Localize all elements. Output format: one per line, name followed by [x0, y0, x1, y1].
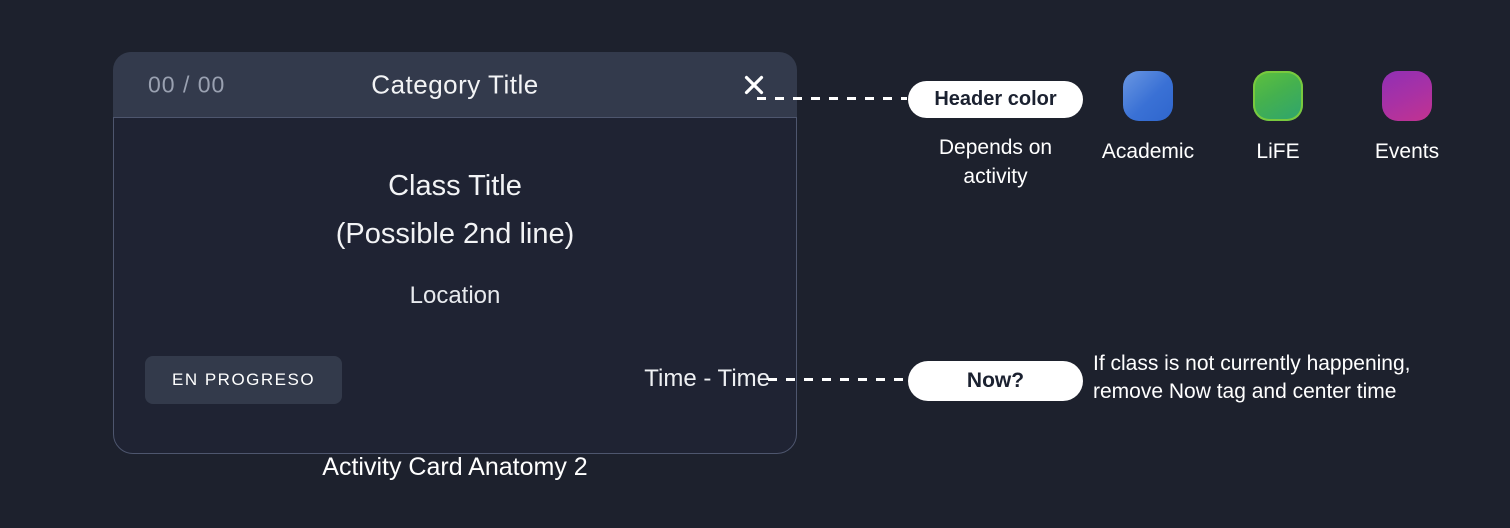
now-note: If class is not currently happening, rem…: [1093, 350, 1411, 406]
events-color-swatch: [1382, 71, 1432, 121]
class-title: Class Title (Possible 2nd line): [114, 162, 796, 258]
dashed-connector-header: [757, 97, 907, 100]
events-label: Events: [1374, 140, 1440, 163]
status-badge: EN PROGRESO: [145, 356, 343, 404]
category-title: Category Title: [371, 69, 539, 99]
header-color-note-line2: activity: [963, 165, 1028, 188]
session-counter: 00 / 00: [148, 71, 226, 97]
header-color-note: Depends on activity: [903, 133, 1088, 191]
academic-color-swatch: [1123, 71, 1173, 121]
dashed-connector-now: [768, 378, 908, 381]
now-callout: Now?: [908, 361, 1083, 401]
header-color-callout: Header color: [908, 81, 1083, 118]
close-button[interactable]: [739, 70, 769, 100]
header-color-note-line1: Depends on: [938, 136, 1053, 159]
close-icon: [740, 71, 768, 99]
time-range: Time - Time: [644, 365, 770, 392]
class-title-line2: (Possible 2nd line): [335, 218, 575, 250]
diagram-caption: Activity Card Anatomy 2: [322, 453, 588, 481]
card-header: 00 / 00 Category Title: [113, 52, 797, 117]
academic-label: Academic: [1101, 140, 1195, 163]
location-text: Location: [409, 282, 501, 309]
card-body: Class Title (Possible 2nd line) Location…: [113, 117, 797, 454]
now-note-line1: If class is not currently happening,: [1093, 352, 1411, 375]
activity-card: 00 / 00 Category Title Class Title (Poss…: [113, 52, 797, 454]
now-note-line2: remove Now tag and center time: [1093, 380, 1397, 403]
life-label: LiFE: [1256, 140, 1300, 163]
life-color-swatch: [1253, 71, 1303, 121]
class-title-line1: Class Title: [388, 170, 522, 202]
